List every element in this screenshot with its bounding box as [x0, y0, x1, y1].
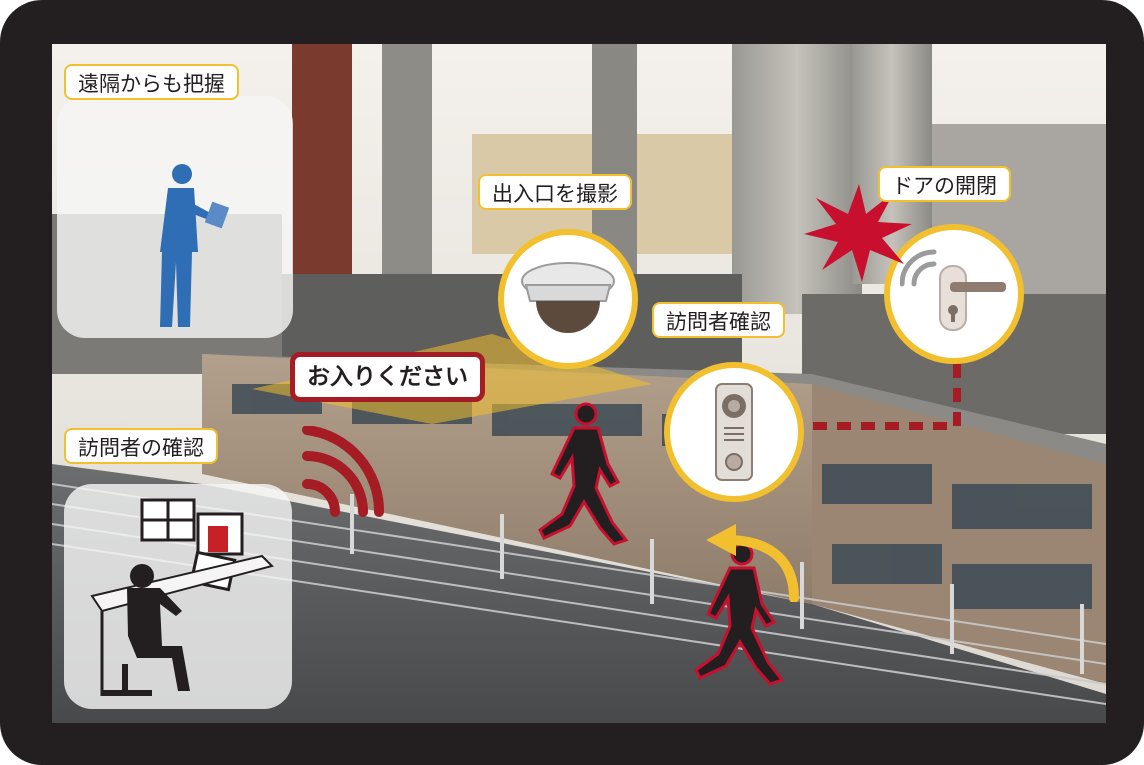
wireless-signal-icon	[302, 426, 385, 517]
label-remote: 遠隔からも把握	[64, 64, 239, 100]
label-visitor-confirm: 訪問者確認	[652, 302, 785, 338]
label-please-enter: お入りください	[290, 352, 485, 402]
label-visitor-check: 訪問者の確認	[64, 428, 218, 464]
label-door: ドアの開閉	[878, 166, 1011, 202]
factory-scene: 遠隔からも把握 出入口を撮影 ドアの開閉 訪問者確認 お入りください 訪問者の確…	[52, 44, 1106, 723]
intercom-icon	[715, 383, 753, 481]
tablet-user-icon	[160, 164, 230, 327]
door-handle-icon	[900, 249, 1006, 331]
dome-camera-badge	[498, 229, 638, 369]
arrow-icon	[706, 524, 799, 602]
operator-desk-icon	[90, 498, 274, 696]
walking-person-icon	[538, 402, 629, 546]
label-entrance-camera: 出入口を撮影	[478, 174, 632, 210]
walking-person-icon-2	[694, 542, 785, 686]
alert-burst-icon	[804, 184, 912, 282]
dome-camera-icon	[521, 262, 615, 333]
